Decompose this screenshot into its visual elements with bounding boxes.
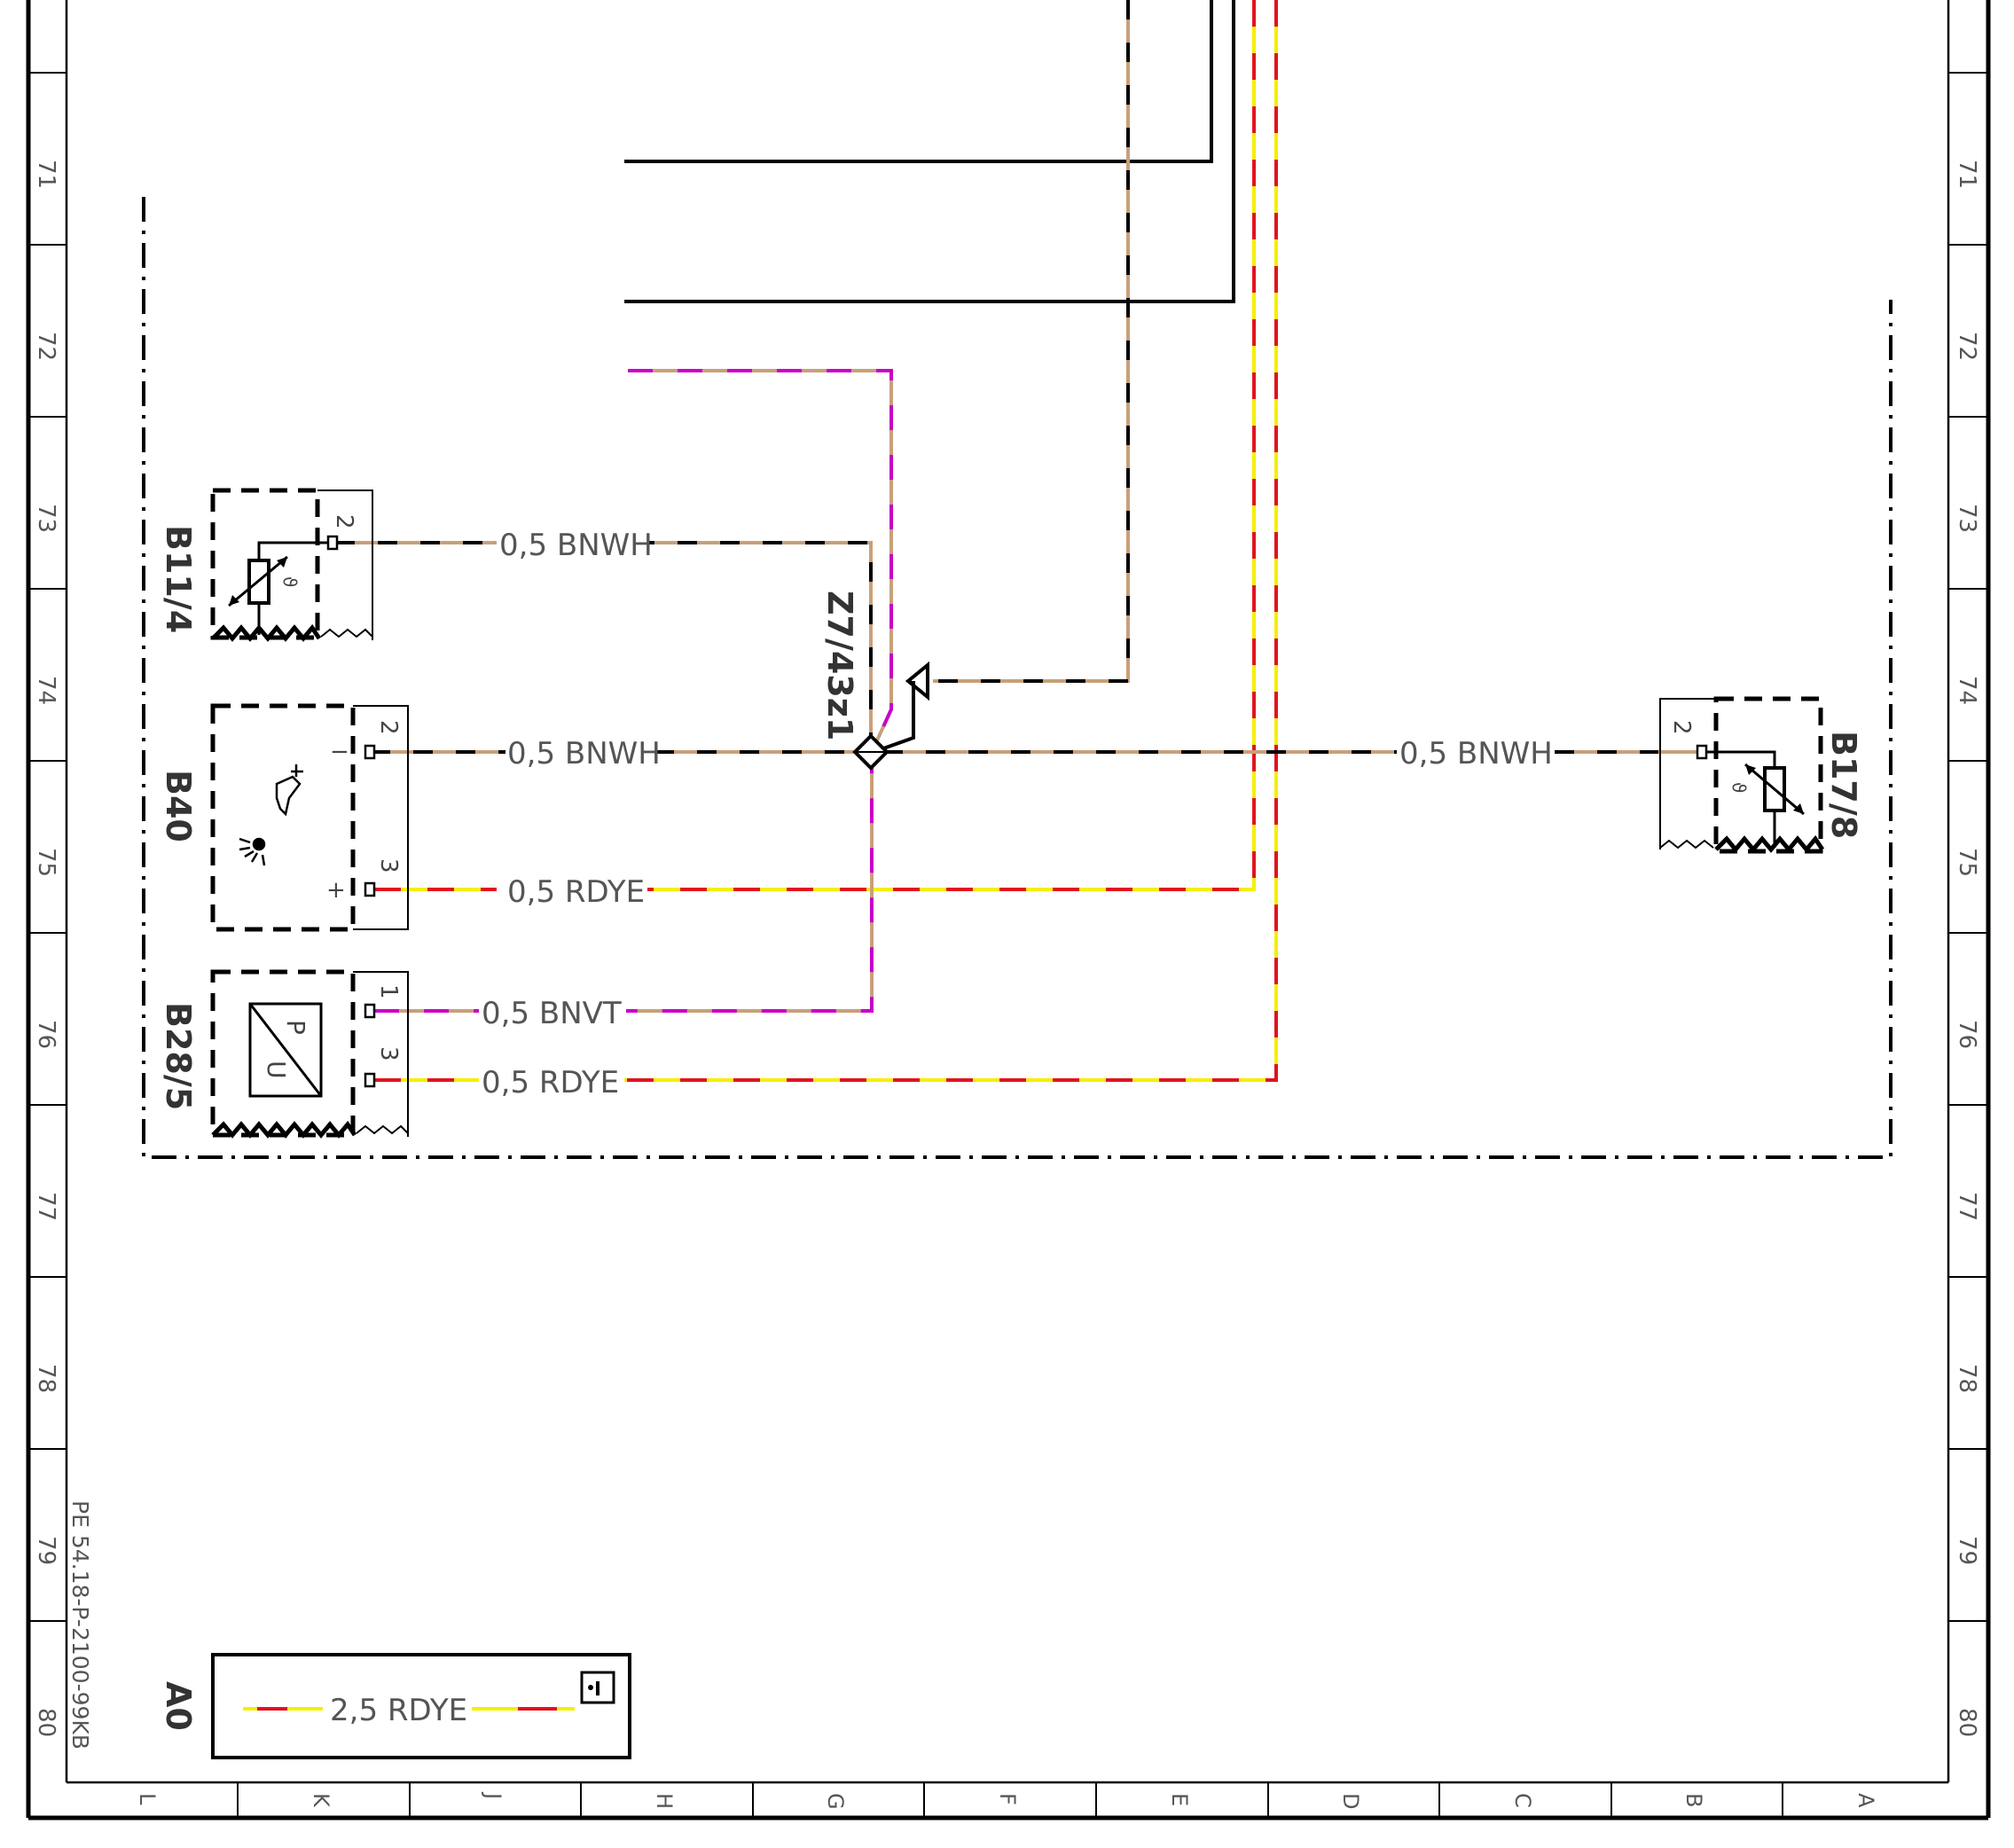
wire-label: 0,5 BNWH [499,528,653,563]
component-label-a0: A0 [159,1681,198,1731]
wire-rdye-top-2 [624,0,1278,1082]
wire-black [624,0,1213,163]
wire-label: 0,5 RDYE [482,1065,619,1100]
row-number: 78 [1954,1364,1980,1393]
column-letter: G [823,1793,848,1810]
pin-number: 2 [375,720,402,735]
wire-label: 0,5 BNWH [507,736,661,771]
pin-sign: + [326,877,346,904]
row-number: 77 [33,1192,59,1221]
legend-a0 [211,1653,631,1759]
row-number: 79 [1954,1536,1980,1565]
column-letter: A [1853,1793,1878,1808]
column-letter: D [1338,1793,1363,1809]
wire-label: 0,5 BNVT [482,996,622,1031]
row-number: 76 [1954,1020,1980,1049]
light-sensor-icon [239,764,303,866]
pin-sign: − [330,739,349,765]
component-b28-5 [210,969,409,1139]
row-number: 71 [1954,160,1980,189]
component-b11-4: ϑ [210,488,373,642]
component-label-b11-4: B11/4 [159,525,198,633]
control-unit-boundary [142,197,1893,1159]
row-number: 78 [33,1364,59,1393]
wire-bnvt [626,369,893,1013]
pressure-letter: P [281,1020,310,1035]
row-numbers-right: 71 72 73 74 75 76 77 78 79 80 [1954,160,1980,1737]
wire-label: 0,5 RDYE [507,874,645,910]
row-number: 75 [33,848,59,877]
pin-number: 3 [375,1046,402,1061]
column-letter: J [481,1791,505,1799]
row-number: 75 [1954,848,1980,877]
column-letter: L [135,1793,160,1805]
theta-symbol: ϑ [279,576,301,587]
component-label-b40: B40 [159,770,198,842]
row-number: 74 [1954,676,1980,705]
column-letter: H [652,1793,677,1809]
pin-number: 2 [331,514,357,529]
wire-bnwh-b11 [647,541,873,752]
row-number: 72 [1954,332,1980,361]
info-icon [580,1671,615,1704]
component-label-b17-8: B17/8 [1824,731,1863,839]
splice-label: Z7/43z1 [820,591,859,740]
column-letter: K [309,1793,333,1808]
row-number: 74 [33,676,59,705]
pin-number: 3 [375,858,402,873]
row-number: 73 [1954,504,1980,533]
row-number: 71 [33,160,59,189]
wire-black [624,0,1235,303]
wire-rdye-top-1 [647,0,1256,891]
pin-number: 2 [1668,720,1695,735]
wires [335,0,1701,1082]
component-label-b28-5: B28/5 [159,1002,198,1110]
wire-bnbk-top [933,0,1130,683]
row-number: 73 [33,504,59,533]
row-number: 79 [33,1536,59,1565]
column-letter: B [1681,1793,1706,1807]
component-b40 [210,703,409,932]
column-letter: F [995,1793,1020,1805]
pin-number: 1 [375,984,402,999]
column-letter: E [1167,1793,1192,1806]
wire-label: 0,5 BNWH [1399,736,1553,771]
theta-symbol: ϑ [1728,782,1750,793]
document-code: PE 54.18-P-2100-99KB [67,1500,93,1750]
row-number: 77 [1954,1192,1980,1221]
row-number: 72 [33,332,59,361]
row-number: 80 [1954,1708,1980,1737]
row-number: 76 [33,1020,59,1049]
row-number: 80 [33,1708,59,1737]
ground-triangle [873,661,929,754]
column-letters: L K J H G F E D C B A [135,1791,1878,1810]
column-letter: C [1510,1793,1535,1808]
splice-z7-43z1 [852,733,889,771]
row-numbers-left: 71 72 73 74 75 76 77 78 79 80 [33,160,59,1737]
legend-wire-label: 2,5 RDYE [330,1693,467,1728]
drawing-frame [26,0,1991,1821]
component-b17-8: ϑ [1659,696,1825,854]
voltage-letter: U [262,1061,291,1079]
